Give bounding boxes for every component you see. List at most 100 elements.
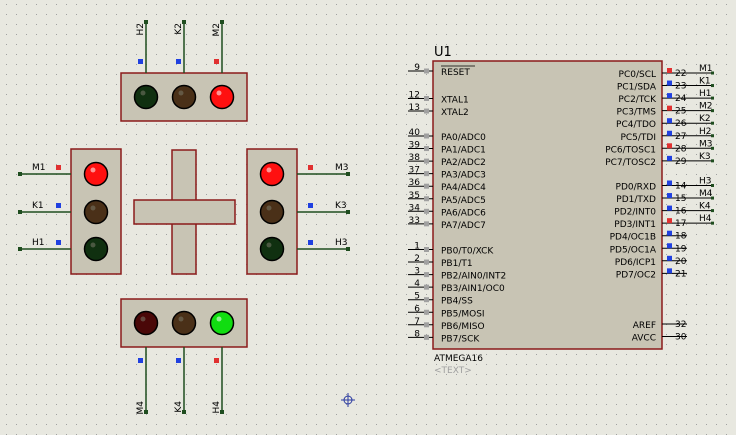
net-label-k1: K1 bbox=[32, 201, 44, 211]
pin-number: 20 bbox=[675, 257, 687, 267]
pin-name: XTAL1 bbox=[441, 96, 469, 106]
pin-number: 2 bbox=[414, 254, 420, 264]
pin-name: AVCC bbox=[632, 334, 656, 344]
pin-state-marker bbox=[424, 284, 429, 290]
net-end bbox=[711, 209, 714, 213]
pin-state-marker bbox=[667, 105, 672, 111]
logic-state-k1 bbox=[56, 203, 61, 208]
pin-number: 36 bbox=[409, 178, 421, 188]
pin-number: 21 bbox=[675, 269, 686, 279]
pin-number: 9 bbox=[414, 63, 420, 73]
pin-state-marker bbox=[424, 247, 429, 252]
net-end bbox=[711, 121, 714, 125]
pin-number: 34 bbox=[409, 203, 421, 213]
pin-state-marker bbox=[424, 221, 429, 227]
pin-number: 37 bbox=[409, 166, 420, 176]
pin-name: PC2/TCK bbox=[618, 95, 657, 105]
wire-end-top bbox=[220, 20, 224, 24]
chip-text-field: <TEXT> bbox=[434, 366, 472, 376]
logic-state-k2 bbox=[176, 59, 181, 64]
chip-part-name: ATMEGA16 bbox=[434, 354, 483, 364]
net-label-k2: K2 bbox=[699, 114, 711, 124]
net-label-h2: H2 bbox=[136, 23, 146, 36]
wire-end-bottom bbox=[220, 410, 224, 414]
pin-state-marker bbox=[424, 334, 429, 340]
net-label-k4: K4 bbox=[174, 401, 184, 413]
wire-end-left bbox=[18, 210, 22, 214]
net-end bbox=[711, 159, 714, 163]
pin-state-marker bbox=[667, 143, 672, 149]
pin-name: PD2/INT0 bbox=[614, 208, 656, 218]
pin-number: 27 bbox=[675, 132, 686, 142]
wire-end-right bbox=[346, 172, 350, 176]
chip-body bbox=[432, 60, 663, 350]
pin-state-marker bbox=[667, 218, 672, 224]
pin-state-marker bbox=[667, 118, 672, 124]
pin-name: PD5/OC1A bbox=[610, 245, 657, 255]
pin-name: PB6/MISO bbox=[441, 322, 485, 332]
net-label-h4: H4 bbox=[699, 214, 712, 224]
pin-number: 29 bbox=[675, 157, 687, 167]
lamp-left-2 bbox=[83, 199, 109, 225]
pin-state-marker bbox=[424, 133, 429, 139]
pin-name: PD0/RXD bbox=[616, 183, 657, 193]
net-end bbox=[711, 184, 714, 187]
pin-name: XTAL2 bbox=[441, 108, 469, 118]
pin-state-marker bbox=[424, 108, 429, 114]
crosshair-cursor-icon bbox=[341, 393, 355, 407]
pin-number: 1 bbox=[414, 242, 420, 252]
net-label-k4: K4 bbox=[699, 202, 711, 212]
pin-name: PC0/SCL bbox=[619, 70, 656, 80]
net-end bbox=[711, 71, 714, 75]
pin-number: 24 bbox=[675, 94, 687, 104]
pin-state-marker bbox=[667, 255, 672, 261]
logic-state-k4 bbox=[176, 358, 181, 363]
wire-end-top bbox=[144, 20, 148, 24]
net-end bbox=[711, 221, 714, 225]
